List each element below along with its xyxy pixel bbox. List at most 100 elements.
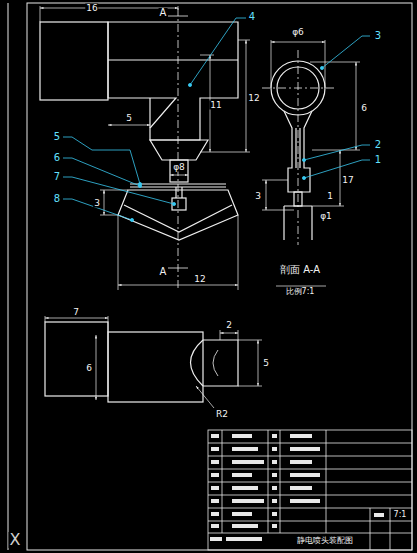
title-block-entry (210, 537, 222, 541)
sheet-frame (8, 3, 412, 550)
title-block (208, 430, 412, 550)
dimension-line (310, 62, 360, 63)
scale-note: 比例7:1 (285, 288, 316, 296)
dimension-text: 3 (93, 199, 101, 208)
callout-number: 8 (53, 194, 61, 204)
title-block-entry (290, 473, 320, 477)
top-view (191, 340, 204, 386)
leader-line (63, 137, 140, 184)
callout-number: 7 (53, 172, 61, 182)
title-block-entry (232, 447, 258, 451)
section-mark: A (159, 8, 168, 18)
title-block-entry (290, 486, 312, 490)
front-view (181, 187, 182, 198)
title-block-entry (232, 524, 258, 528)
dimension-line (108, 125, 150, 126)
dimension-line (220, 333, 238, 334)
dimension-text: 11 (209, 101, 222, 110)
dimension-line (196, 386, 214, 408)
leader-line (188, 83, 191, 86)
dimension-line (200, 152, 250, 153)
dimension-line (258, 340, 259, 386)
dimension-line (40, 6, 41, 22)
leader-line (63, 199, 132, 220)
title-block-entry (232, 499, 264, 503)
section-mark: A (159, 267, 168, 277)
dimension-line (40, 8, 178, 9)
dimension-text: 12 (193, 275, 206, 284)
dimension-line (118, 285, 238, 286)
dimension-text: 17 (341, 176, 354, 185)
dimension-line (45, 318, 108, 319)
front-view (172, 198, 186, 210)
leader-line (304, 145, 370, 160)
dimension-line (262, 40, 360, 286)
dimension-text: 7 (72, 308, 80, 317)
top-view (108, 332, 203, 402)
sheet-frame (27, 3, 412, 550)
dimension-line (104, 190, 105, 215)
leader-line (302, 158, 305, 161)
dimension-line (45, 316, 46, 322)
front-view (108, 22, 238, 140)
title-block-entry (290, 434, 312, 438)
leader-line (172, 202, 175, 205)
title-block-entry (272, 524, 277, 528)
title-block-entry (232, 486, 258, 490)
dimension-line (262, 210, 294, 211)
dimension-line (96, 335, 97, 400)
leader-line (322, 36, 370, 68)
title-block-entry (272, 473, 277, 477)
leader-line (320, 66, 323, 69)
title-block (326, 430, 327, 533)
title-block-entry (211, 460, 219, 464)
title-block (370, 508, 371, 550)
title-block-entry (232, 434, 252, 438)
title-block (208, 508, 412, 509)
title-block-entry (211, 512, 219, 516)
front-view (175, 187, 176, 198)
dimension-line (40, 6, 250, 290)
title-block-entry (232, 473, 252, 477)
dimension-text: φ6 (291, 28, 305, 37)
title-block-entry (211, 434, 219, 438)
front-view (149, 98, 150, 128)
dimension-text: 3 (254, 192, 262, 201)
title-block-entry (272, 486, 277, 490)
axis-mark: X (9, 532, 22, 548)
dimension-text: φ8 (172, 163, 186, 172)
callout-number: 5 (53, 132, 61, 142)
title-block (208, 430, 412, 550)
dimension-text: 5 (262, 359, 270, 368)
title-block-entry (211, 499, 219, 503)
section-view (299, 128, 300, 168)
title-block-entry (272, 499, 277, 503)
centerline (168, 8, 188, 288)
dimension-line (220, 330, 221, 340)
title-block (208, 456, 412, 457)
title-block-entry (272, 434, 277, 438)
dimension-line (100, 215, 118, 216)
dimension-line (312, 150, 360, 151)
leader-line (63, 18, 370, 222)
title-block (390, 508, 391, 550)
leader-line (302, 176, 305, 179)
scale-cell: 7:1 (393, 511, 408, 519)
dimension-line (238, 215, 239, 290)
title-block-entry (272, 512, 277, 516)
dimension-line (325, 40, 326, 88)
dimension-line (238, 330, 239, 340)
title-block-entry (226, 537, 262, 541)
callout-number: 1 (374, 155, 382, 165)
title-block-entry (211, 447, 219, 451)
dimension-line (170, 175, 188, 176)
dimension-line (271, 40, 272, 88)
dimension-line (45, 316, 262, 408)
title-block-entry (272, 460, 277, 464)
dimension-text: 12 (247, 94, 260, 103)
title-block-entry (290, 499, 320, 503)
title-block (222, 430, 223, 533)
leader-line (63, 158, 140, 186)
